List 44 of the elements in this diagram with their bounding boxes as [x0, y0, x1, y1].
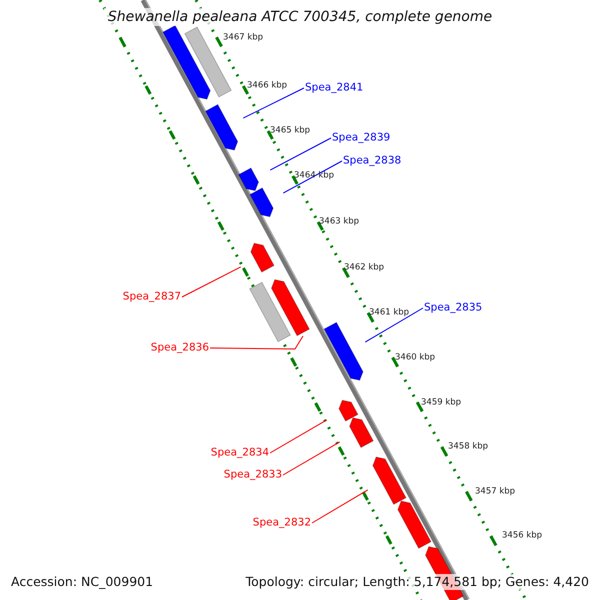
leader-line — [312, 489, 368, 524]
gene-label: Spea_2838 — [343, 154, 402, 168]
scale-label: 3464 kbp — [294, 170, 334, 182]
scale-label: 3459 kbp — [421, 398, 462, 408]
gene-block — [204, 104, 238, 151]
gene-block — [162, 24, 211, 100]
gene-block — [250, 242, 275, 273]
gene-label: Spea_2836 — [150, 342, 209, 354]
gene-label: Spea_2834 — [210, 446, 269, 460]
leader-line — [182, 266, 242, 298]
scale-label: 3457 kbp — [475, 486, 516, 498]
genome-info: Accession: NC_009901 — [10, 574, 154, 590]
gene-label: Spea_2835 — [424, 302, 482, 314]
scale-label: 3463 kbp — [319, 216, 360, 228]
gene-block — [249, 187, 274, 218]
gene-label: Spea_2833 — [224, 468, 282, 482]
scale-label: 3467 kbp — [223, 32, 264, 44]
scale-label: 3465 kbp — [270, 126, 310, 136]
leader-line — [210, 336, 304, 350]
leader-line — [270, 138, 332, 171]
genome-info: Topology: circular; Length: 5,174,581 bp; Genes: 4,420 — [244, 574, 590, 590]
gene-block — [397, 500, 432, 549]
scale-label: 3461 kbp — [369, 308, 410, 318]
scale-label: 3460 kbp — [395, 352, 436, 364]
leader-line — [270, 419, 328, 454]
scale-label: 3458 kbp — [448, 442, 488, 452]
leader-line — [282, 441, 340, 476]
gene-label: Spea_2832 — [252, 516, 311, 530]
gene-block — [372, 456, 407, 505]
leader-line — [282, 160, 342, 194]
scale-label: 3456 kbp — [502, 530, 542, 542]
gene-block — [349, 417, 374, 448]
gene-label: Spea_2839 — [332, 132, 390, 144]
gene-label: Spea_2841 — [305, 82, 364, 94]
gene-label: Spea_2837 — [122, 290, 181, 304]
leader-line — [364, 308, 424, 343]
gene-block — [238, 167, 259, 192]
leader-line — [242, 88, 304, 119]
gene-bar — [249, 282, 291, 342]
gene-block — [324, 322, 364, 381]
gene-block — [271, 279, 310, 336]
scale-label: 3462 kbp — [344, 262, 384, 274]
scale-label: 3466 kbp — [247, 80, 288, 92]
gene-block — [338, 400, 358, 422]
